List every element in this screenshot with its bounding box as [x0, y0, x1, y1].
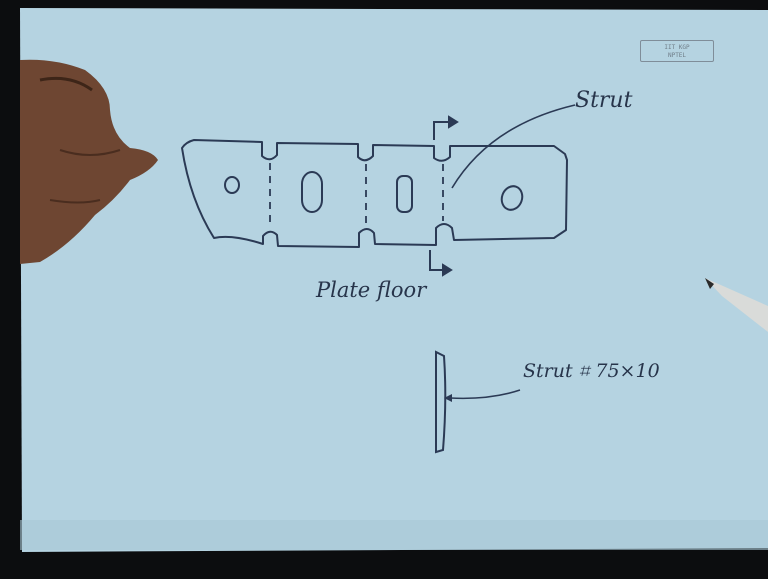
corner-badge: IIT KGP NPTEL — [640, 40, 714, 62]
paper-sheet — [20, 8, 768, 552]
strut-section — [435, 350, 447, 454]
badge-line-1: IIT KGP — [664, 44, 690, 51]
section-arrow-bottom — [429, 250, 453, 277]
lightening-holes — [224, 171, 524, 213]
strut-size-leader — [449, 389, 521, 400]
strut-label: Strut — [575, 88, 633, 113]
section-arrow-top — [433, 115, 459, 140]
badge-line-2: NPTEL — [667, 52, 687, 59]
plate-floor-outline — [181, 139, 568, 248]
hand — [20, 59, 158, 264]
strut-leader-line — [451, 104, 576, 189]
strut-size-label: Strut ⌗ 75×10 — [523, 360, 660, 382]
plate-floor-label: Plate floor — [316, 278, 427, 302]
pen — [705, 278, 768, 332]
partition-lines — [269, 163, 444, 228]
